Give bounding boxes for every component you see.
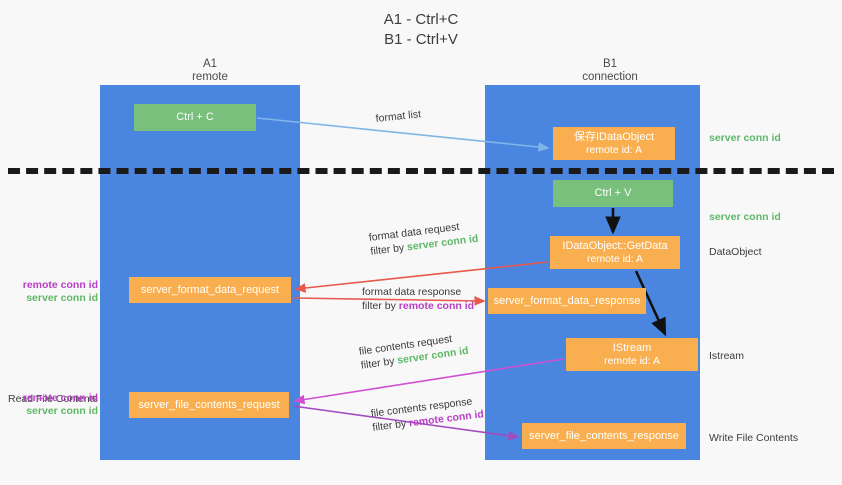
box-istream-remote-id: remote id: A — [603, 354, 661, 367]
annotation-dataobject: DataObject — [709, 246, 762, 258]
box-ctrl-v-label: Ctrl + V — [594, 187, 632, 199]
box-idataobject-getdata-label: IDataObject::GetData — [562, 239, 668, 252]
box-ctrl-c[interactable]: Ctrl + C — [134, 104, 256, 131]
annotation-server-conn-id: server conn id — [26, 405, 98, 417]
box-save-idataobject-remote-id: remote id: A — [585, 143, 643, 156]
page-title: A1 - Ctrl+C B1 - Ctrl+V — [383, 11, 459, 48]
box-server-format-data-request-label: server_format_data_request — [140, 283, 280, 296]
box-server-format-data-response[interactable]: server_format_data_response — [488, 288, 646, 314]
column-header-a1-name: A1 — [202, 58, 218, 70]
filter-prefix: filter by — [360, 354, 399, 372]
box-server-file-contents-response[interactable]: server_file_contents_response — [522, 423, 686, 449]
filter-prefix: filter by — [371, 417, 410, 434]
annotation-conn-ids-upper: remote conn id server conn id — [10, 279, 98, 305]
annotation-server-conn-id: server conn id — [26, 292, 98, 304]
flow-label-format-list: format list — [375, 107, 422, 126]
box-server-format-data-request[interactable]: server_format_data_request — [129, 277, 291, 303]
box-idataobject-getdata[interactable]: IDataObject::GetData remote id: A — [550, 236, 680, 269]
annotation-server-conn-id-top: server conn id — [709, 132, 781, 144]
column-header-b1: B1 connection — [520, 58, 700, 84]
annotation-istream: Istream — [709, 350, 745, 362]
phase-divider — [8, 168, 834, 174]
column-header-b1-name: B1 — [602, 58, 618, 70]
box-server-format-data-response-label: server_format_data_response — [493, 294, 641, 307]
flow-label-format-data-response: format data response filter by remote co… — [362, 285, 474, 313]
box-istream-label: IStream — [612, 341, 652, 354]
flow-label-file-contents-response: file contents response filter by remote … — [370, 393, 485, 434]
annotation-remote-conn-id: remote conn id — [22, 392, 98, 404]
box-server-file-contents-response-label: server_file_contents_response — [529, 429, 679, 442]
annotation-remote-conn-id: remote conn id — [22, 279, 98, 291]
box-istream[interactable]: IStream remote id: A — [566, 338, 698, 371]
annotation-read-file-contents: Read File Contents — [8, 393, 98, 405]
filter-prefix: filter by — [369, 241, 408, 258]
box-idataobject-getdata-remote-id: remote id: A — [586, 252, 644, 265]
flow-label-format-data-response-text: format data response — [362, 286, 462, 298]
box-server-file-contents-request[interactable]: server_file_contents_request — [129, 392, 289, 418]
box-ctrl-c-label: Ctrl + C — [176, 111, 214, 123]
annotation-write-file-contents: Write File Contents — [709, 432, 799, 444]
filter-prefix: filter by — [362, 300, 399, 312]
annotation-server-conn-id-mid: server conn id — [709, 211, 781, 223]
flow-label-format-data-response-filter: filter by remote conn id — [362, 299, 474, 313]
annotation-conn-ids-lower: remote conn id server conn id — [10, 392, 98, 418]
box-save-idataobject-label: 保存IDataObject — [573, 130, 655, 143]
column-header-a1: A1 remote — [120, 58, 300, 84]
flow-label-file-contents-request: file contents request filter by server c… — [358, 330, 469, 373]
flow-label-format-data-request: format data request filter by server con… — [368, 218, 479, 259]
flow-label-format-list-text: format list — [375, 108, 422, 125]
filter-value-remote-conn-id: remote conn id — [398, 300, 475, 312]
box-save-idataobject[interactable]: 保存IDataObject remote id: A — [553, 127, 675, 160]
column-header-b1-role: connection — [582, 71, 638, 83]
column-header-a1-role: remote — [192, 71, 228, 83]
box-ctrl-v[interactable]: Ctrl + V — [553, 180, 673, 207]
box-server-file-contents-request-label: server_file_contents_request — [138, 398, 280, 411]
